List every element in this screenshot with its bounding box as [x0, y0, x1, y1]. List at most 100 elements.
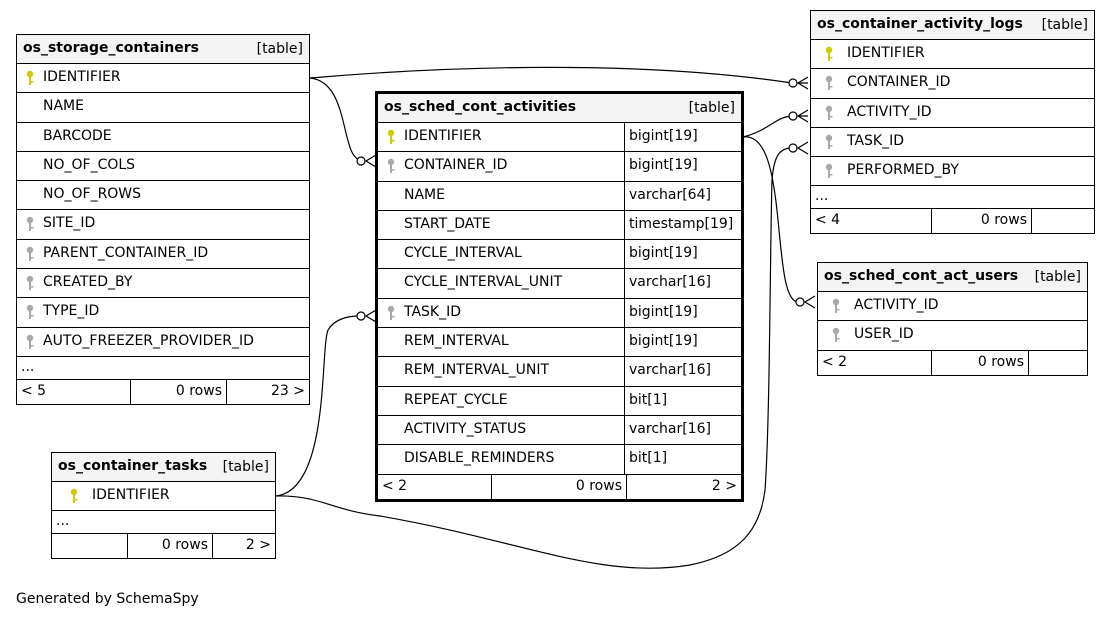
column-name: NAME	[43, 98, 84, 115]
column-name-cell: ACTIVITY_ID	[818, 292, 1087, 320]
column-row[interactable]: NO_OF_COLS	[17, 152, 309, 182]
row-count: 0 rows	[931, 209, 1031, 234]
column-name: ACTIVITY_ID	[854, 297, 939, 313]
more-columns-row: ...	[52, 511, 275, 535]
column-row[interactable]: PARENT_CONTAINER_ID	[17, 240, 309, 270]
foreign-key-icon	[24, 275, 36, 291]
column-row[interactable]: IDENTIFIER	[17, 64, 309, 94]
column-name: CREATED_BY	[43, 274, 133, 291]
column-row[interactable]: AUTO_FREEZER_PROVIDER_ID	[17, 328, 309, 357]
parents-count[interactable]: < 5	[21, 382, 47, 399]
column-name-cell: USER_ID	[818, 321, 1087, 349]
column-name: CONTAINER_ID	[847, 74, 951, 91]
column-name-cell: CONTAINER_ID	[811, 69, 1094, 97]
column-name: REM_INTERVAL_UNIT	[404, 362, 550, 379]
children-count[interactable]: 23 >	[226, 379, 309, 404]
column-name: NO_OF_COLS	[43, 156, 136, 173]
children-count[interactable]: 2 >	[212, 534, 275, 559]
column-row[interactable]: NAME	[17, 93, 309, 123]
optional-marker	[788, 111, 798, 121]
column-name: TYPE_ID	[43, 303, 100, 320]
column-name-cell: TASK_ID	[378, 299, 624, 327]
column-name-cell: BARCODE	[17, 123, 309, 151]
column-name: DISABLE_REMINDERS	[404, 450, 555, 467]
column-row[interactable]: USER_ID	[818, 321, 1087, 351]
more-columns-row: ...	[17, 357, 309, 380]
table-header: os_container_activity_logs [table]	[811, 11, 1094, 40]
column-name: USER_ID	[854, 326, 914, 343]
column-name-cell: SITE_ID	[17, 210, 309, 238]
parents-count[interactable]	[52, 534, 127, 558]
more-columns-row: ...	[811, 186, 1094, 210]
edge-tasks-to-activities	[275, 315, 360, 497]
column-type: bit[1]	[624, 386, 741, 415]
parents-count[interactable]: < 4	[815, 212, 841, 229]
edge-activities-to-users	[742, 136, 799, 303]
table-header: os_storage_containers [table]	[17, 35, 309, 64]
parents-count[interactable]: < 2	[382, 477, 408, 494]
parents-count[interactable]: < 2	[822, 353, 848, 370]
more-columns-ellipsis: ...	[21, 358, 35, 375]
edge-activities-to-logs	[742, 115, 793, 138]
table-os-sched-cont-activities[interactable]: os_sched_cont_activities [table] IDENTIF…	[375, 91, 744, 502]
children-count[interactable]: 2 >	[626, 474, 741, 499]
foreign-key-icon	[24, 216, 36, 232]
table-footer: < 4 0 rows	[811, 209, 1094, 234]
table-type: [table]	[222, 459, 269, 475]
column-row[interactable]: PERFORMED_BY	[811, 157, 1094, 187]
table-name: os_sched_cont_activities	[384, 99, 577, 115]
table-os-sched-cont-act-users[interactable]: os_sched_cont_act_users [table] ACTIVITY…	[817, 262, 1088, 376]
column-row[interactable]: CONTAINER_ID	[811, 69, 1094, 99]
more-columns-ellipsis: ...	[815, 188, 829, 205]
foreign-key-icon	[24, 304, 36, 320]
column-row[interactable]: ACTIVITY_ID	[818, 292, 1087, 322]
optional-marker	[788, 78, 798, 88]
column-name: IDENTIFIER	[404, 128, 482, 144]
edge-tasks-to-logs	[275, 147, 793, 569]
crowfoot-marker	[796, 141, 809, 155]
table-header: os_sched_cont_act_users [table]	[818, 263, 1087, 292]
column-name-cell: REM_INTERVAL_UNIT	[378, 357, 624, 385]
column-row[interactable]: NO_OF_ROWS	[17, 181, 309, 211]
column-row[interactable]: TASK_ID	[811, 128, 1094, 158]
column-row[interactable]: BARCODE	[17, 123, 309, 152]
table-os-storage-containers[interactable]: os_storage_containers [table] IDENTIFIER…	[16, 34, 310, 405]
foreign-key-icon	[823, 163, 835, 179]
primary-key-icon	[24, 70, 36, 86]
column-name-cell: CREATED_BY	[17, 269, 309, 297]
table-os-container-activity-logs[interactable]: os_container_activity_logs [table] IDENT…	[810, 10, 1095, 235]
column-row[interactable]: ACTIVITY_ID	[811, 99, 1094, 128]
column-row[interactable]: IDENTIFIER	[811, 40, 1094, 70]
column-type: bigint[19]	[624, 298, 741, 328]
table-type: [table]	[1041, 17, 1088, 33]
column-row[interactable]: TYPE_ID	[17, 298, 309, 328]
column-name: NO_OF_ROWS	[43, 186, 142, 203]
foreign-key-icon	[385, 158, 397, 174]
column-row[interactable]: CREATED_BY	[17, 269, 309, 299]
children-count[interactable]	[1031, 209, 1094, 234]
table-os-container-tasks[interactable]: os_container_tasks [table] IDENTIFIER ..…	[51, 452, 276, 560]
children-count[interactable]	[1028, 350, 1087, 375]
column-type: varchar[16]	[624, 415, 741, 445]
column-row[interactable]: IDENTIFIER	[52, 482, 275, 512]
foreign-key-icon	[24, 334, 36, 350]
column-row[interactable]: SITE_ID	[17, 210, 309, 240]
crowfoot-marker	[364, 154, 377, 168]
column-name: PERFORMED_BY	[847, 162, 959, 179]
column-name: START_DATE	[404, 215, 491, 232]
column-name-cell: IDENTIFIER	[52, 482, 275, 510]
crowfoot-marker	[803, 295, 816, 309]
optional-marker	[356, 156, 366, 166]
